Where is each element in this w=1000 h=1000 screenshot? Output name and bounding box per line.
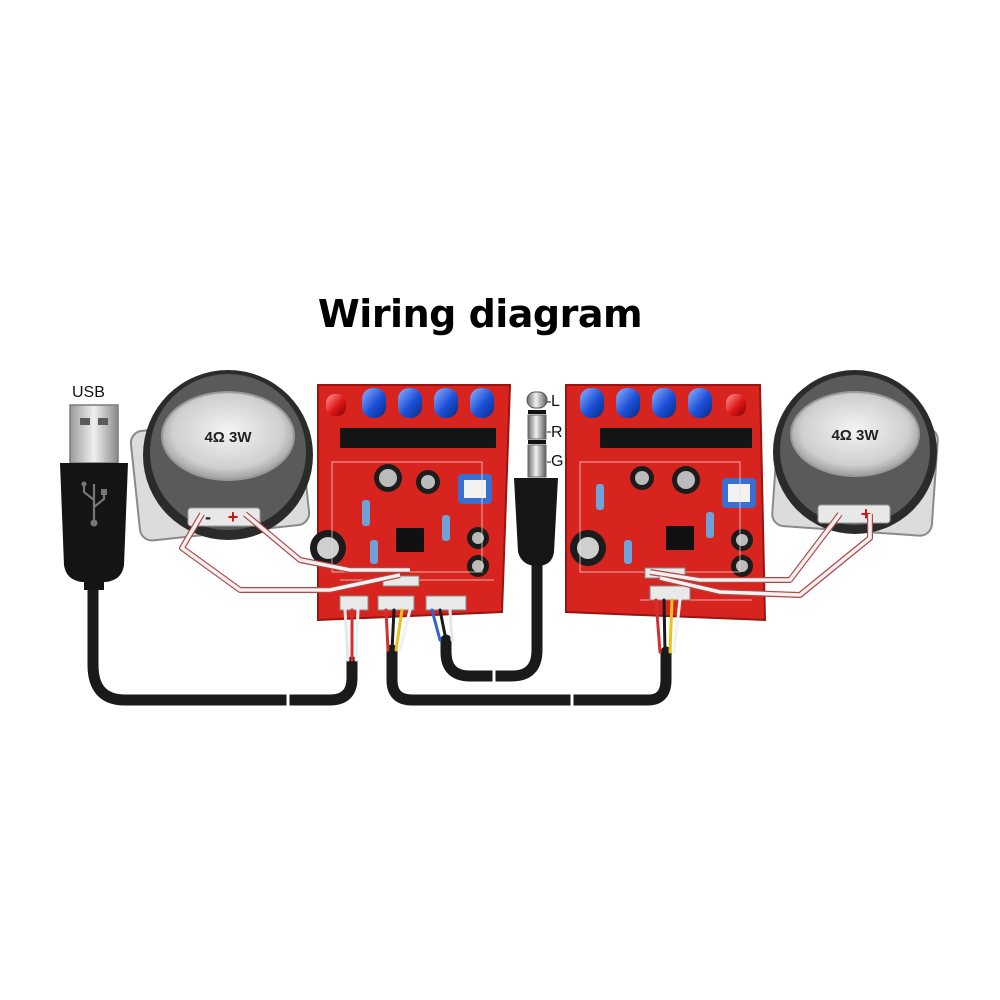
speaker-left: 4Ω 3W - + (129, 370, 313, 542)
speaker-left-minus: - (205, 507, 211, 527)
speaker-right: 4Ω 3W - + (771, 370, 939, 537)
speaker-left-plus: + (228, 507, 239, 527)
speaker-right-rating: 4Ω 3W (831, 427, 879, 444)
amplifier-board-right (565, 384, 767, 622)
cable-gaps (286, 670, 574, 706)
connector-wires (343, 598, 682, 662)
usb-label: USB (72, 384, 105, 401)
audio-cable (440, 554, 543, 682)
jack-left-label: L (551, 393, 560, 410)
black-cables (87, 554, 672, 706)
speaker-wires-right (649, 512, 873, 598)
power-link-cable (386, 644, 672, 706)
jack-ground-label: G (551, 453, 564, 470)
led-icon (580, 388, 746, 418)
diagram-title: Wiring diagram (317, 292, 643, 336)
speaker-wires-left (179, 511, 410, 593)
usb-cable (87, 569, 358, 706)
speaker-right-plus: + (861, 504, 872, 524)
audio-jack-icon (514, 391, 558, 566)
speaker-left-rating: 4Ω 3W (204, 429, 252, 446)
led-icon (326, 388, 494, 418)
jack-right-label: R (551, 424, 563, 441)
usb-plug-icon (60, 404, 128, 590)
amplifier-board-left (310, 384, 512, 622)
